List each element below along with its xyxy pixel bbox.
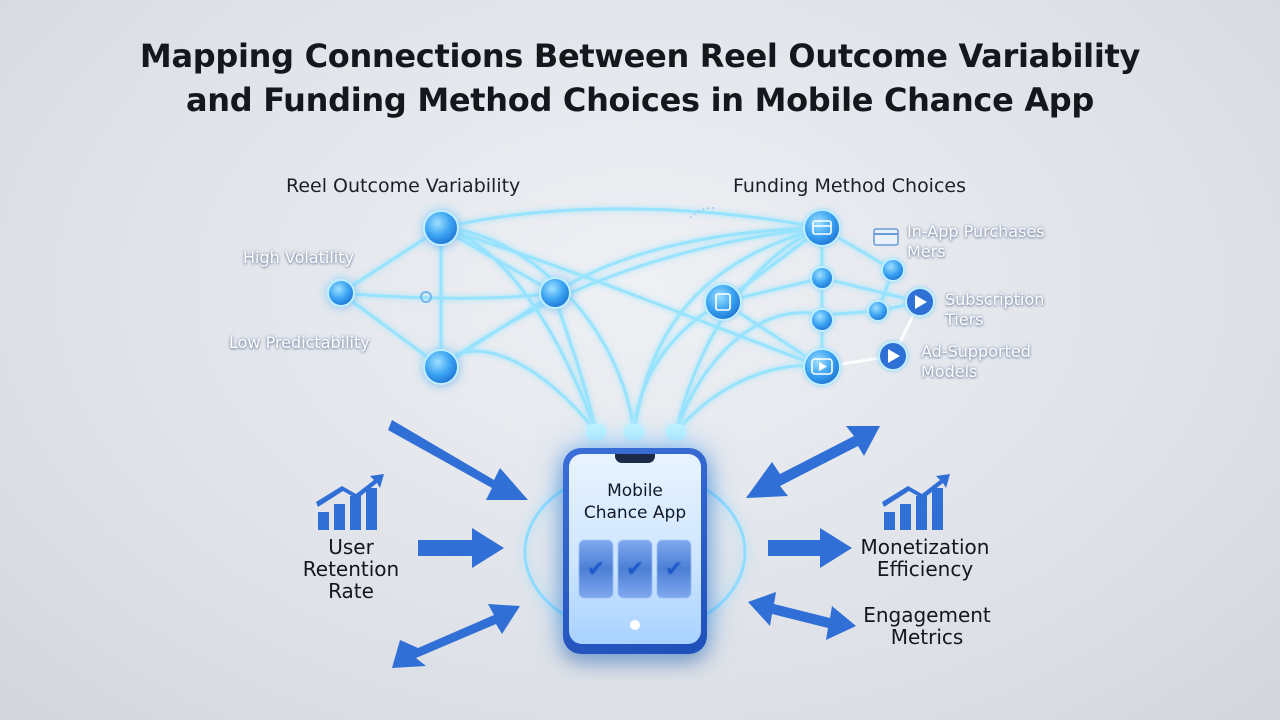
card-icon: [873, 228, 899, 246]
bar-chart-icon-left: [316, 474, 384, 530]
link-lines: [340, 207, 921, 433]
checkmark-icon: ✔: [586, 556, 606, 581]
metric-engagement: Engagement Metrics: [860, 604, 994, 648]
left-nodes: [327, 210, 571, 385]
node-right-2: [810, 266, 834, 290]
label-in-app-line2: Mers: [907, 242, 946, 261]
label-low-predictability: Low Predictability: [229, 333, 370, 352]
decor-arc: [689, 207, 716, 219]
label-subscription-line1: Subscription: [945, 290, 1045, 309]
metric-monetization-line2: Efficiency: [876, 557, 974, 581]
play-icon: [811, 358, 833, 375]
connector-right: [666, 424, 686, 440]
metric-monetization-efficiency: Monetization Efficiency: [857, 536, 993, 580]
metric-engagement-line1: Engagement: [863, 603, 991, 627]
metric-retention-line1: User: [328, 535, 374, 559]
checkmark-icon: ✔: [625, 556, 645, 581]
connector-left: [586, 424, 606, 440]
phone-screen: Mobile Chance App ✔ ✔ ✔: [569, 454, 701, 644]
app-title-line1: Mobile: [607, 481, 663, 501]
play-icon: [915, 295, 927, 309]
reel-3: ✔: [657, 540, 691, 598]
node-center-left: [539, 277, 571, 309]
play-icon: [888, 349, 900, 363]
label-ad-line2: Models: [921, 362, 978, 381]
label-ad-supported-models: Ad-Supported Models: [921, 342, 1031, 382]
metric-monetization-line1: Monetization: [860, 535, 990, 559]
label-subscription-tiers: Subscription Tiers: [945, 290, 1044, 330]
title-line-2: and Funding Method Choices in Mobile Cha…: [185, 81, 1095, 119]
label-in-app-purchases: In-App Purchases Mers: [907, 222, 1045, 262]
arrow-icon: [388, 420, 528, 500]
phone-connectors: [586, 424, 686, 440]
metric-user-retention: User Retention Rate: [296, 536, 406, 602]
node-right-5: [867, 300, 889, 322]
node-right-4: [881, 258, 905, 282]
checkmark-icon: ✔: [664, 556, 684, 581]
label-in-app-line1: In-App Purchases: [907, 222, 1045, 241]
card-icon: [812, 220, 832, 235]
decor-dot: [420, 291, 432, 303]
phone-notch: [615, 454, 655, 463]
title-line-1: Mapping Connections Between Reel Outcome…: [139, 37, 1141, 75]
node-left-top: [423, 210, 459, 246]
right-nodes: [704, 209, 935, 386]
mobile-phone: Mobile Chance App ✔ ✔ ✔: [563, 448, 707, 654]
page-title: Mapping Connections Between Reel Outcome…: [0, 34, 1280, 122]
funding-methods-heading: Funding Method Choices: [733, 175, 967, 197]
metric-engagement-line2: Metrics: [890, 625, 964, 649]
label-ad-line1: Ad-Supported: [921, 342, 1031, 361]
connector-center: [624, 424, 644, 440]
slot-reels: ✔ ✔ ✔: [579, 540, 691, 598]
node-low-predictability: [423, 349, 459, 385]
label-high-volatility: High Volatility: [243, 248, 354, 267]
app-title-line2: Chance App: [583, 503, 687, 523]
arrow-icon: [392, 604, 520, 668]
reel-2: ✔: [618, 540, 652, 598]
arrow-icon: [746, 426, 880, 498]
metric-retention-line3: Rate: [328, 579, 374, 603]
arrow-icon: [768, 528, 852, 568]
label-subscription-line2: Tiers: [945, 310, 984, 329]
document-icon: [715, 293, 731, 311]
flow-arrows: [388, 420, 880, 668]
bar-chart-icon-right: [882, 474, 950, 530]
node-right-3: [810, 308, 834, 332]
home-indicator: [630, 620, 640, 630]
phone-app-title: Mobile Chance App: [569, 480, 701, 524]
reel-1: ✔: [579, 540, 613, 598]
node-high-volatility: [327, 279, 355, 307]
arrow-icon: [418, 528, 504, 568]
node-document: [704, 283, 742, 321]
metric-retention-line2: Retention: [302, 557, 400, 581]
reel-variability-heading: Reel Outcome Variability: [286, 175, 521, 197]
node-in-app-purchases: [803, 209, 841, 247]
arrow-icon: [748, 592, 856, 640]
